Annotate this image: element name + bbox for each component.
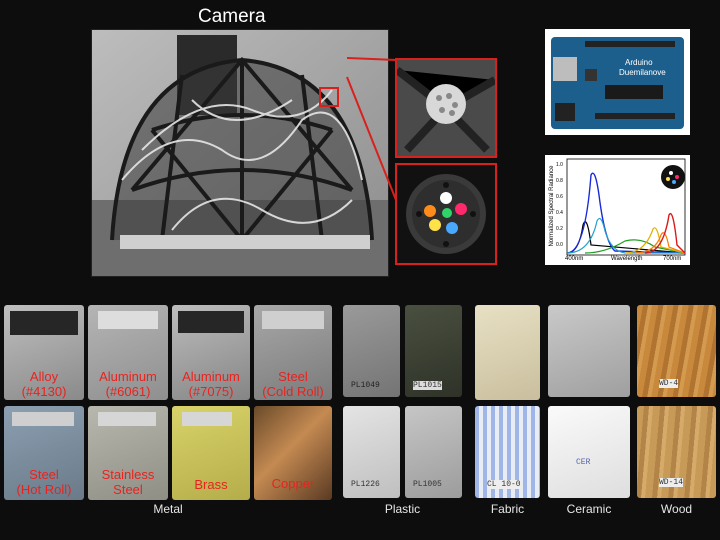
sample-label: (#4130) <box>21 384 67 399</box>
sample-note: PL1226 <box>351 480 380 489</box>
ceramic-sample-tile <box>548 305 630 397</box>
category-label-plastic: Plastic <box>384 502 421 516</box>
sample-label: Brass <box>194 477 228 492</box>
sample-note: PL1049 <box>351 381 380 390</box>
sample-label: (#7075) <box>188 384 234 399</box>
metal-sample-tile: Stainless Steel <box>88 406 168 500</box>
sample-label: Aluminum <box>99 369 157 384</box>
plastic-sample-tile: PL1049 <box>343 305 400 397</box>
metal-sample-tile: Aluminum (#7075) <box>172 305 250 400</box>
sample-note: CER <box>576 458 591 467</box>
category-label-metal: Metal <box>153 502 183 516</box>
sample-label: Stainless <box>101 467 155 482</box>
led-array-zoom <box>395 163 497 265</box>
plastic-sample-tile: PL1015 <box>405 305 462 397</box>
spectrum-ytick: 0.6 <box>556 194 563 200</box>
wood-sample-tile: WD-4 <box>637 305 716 397</box>
sample-label: Steel <box>278 369 308 384</box>
metal-sample-tile: Aluminum (#6061) <box>88 305 168 400</box>
sample-label: Steel <box>113 482 143 497</box>
spectrum-ytick: 0.2 <box>556 226 563 232</box>
metal-sample-tile: Brass <box>172 406 250 500</box>
spectrum-ytick: 0.4 <box>556 210 563 216</box>
sample-label: Alloy <box>29 369 59 384</box>
sample-note: CL 10-0 <box>487 480 521 489</box>
sample-label: Aluminum <box>182 369 240 384</box>
category-label-ceramic: Ceramic <box>566 502 612 516</box>
sample-label: Steel <box>29 467 59 482</box>
spectrum-xmin: 400nm <box>565 256 584 262</box>
arduino-photo: Arduino Duemilanove <box>545 29 690 135</box>
sample-label: (Hot Roll) <box>16 482 72 497</box>
fabric-sample-tile: CL 10-0 <box>475 406 540 498</box>
spectrum-xmax: 700nm <box>663 256 682 262</box>
sample-note: WD-14 <box>659 478 684 487</box>
arduino-model-label: Duemilanove <box>619 68 666 77</box>
sample-label: (Cold Roll) <box>262 384 324 399</box>
spectrum-yticks: 1.0 0.8 0.6 0.4 0.2 0.0 <box>556 157 563 253</box>
plastic-sample-tile: PL1226 <box>343 406 400 498</box>
zoom-connector <box>346 57 397 201</box>
sample-label: Copper <box>271 476 315 491</box>
plastic-sample-tile: PL1005 <box>405 406 462 498</box>
ceramic-sample-tile: CER <box>548 406 630 498</box>
dome-illustration <box>92 30 388 276</box>
metal-sample-tile: Copper <box>254 406 332 500</box>
wood-sample-tile: WD-14 <box>637 406 716 498</box>
spectrum-ytick: 0.0 <box>556 242 563 248</box>
metal-sample-tile: Steel (Hot Roll) <box>4 406 84 500</box>
spectrum-xlabel: Wavelength <box>611 256 643 262</box>
dome-photo <box>91 29 389 277</box>
spectrum-ytick: 1.0 <box>556 162 563 168</box>
sample-note: PL1015 <box>413 381 442 390</box>
category-label-wood: Wood <box>660 502 693 516</box>
sample-note: PL1005 <box>413 480 442 489</box>
arduino-brand-label: Arduino <box>625 58 653 67</box>
metal-sample-tile: Alloy (#4130) <box>4 305 84 400</box>
spectrum-ytick: 0.8 <box>556 178 563 184</box>
metal-sample-tile: Steel (Cold Roll) <box>254 305 332 400</box>
category-label-fabric: Fabric <box>490 502 525 516</box>
sample-label: (#6061) <box>105 384 151 399</box>
camera-label: Camera <box>198 6 266 27</box>
led-mount-zoom <box>394 58 497 158</box>
sample-note: WD-4 <box>659 379 679 388</box>
fabric-sample-tile <box>475 305 540 400</box>
